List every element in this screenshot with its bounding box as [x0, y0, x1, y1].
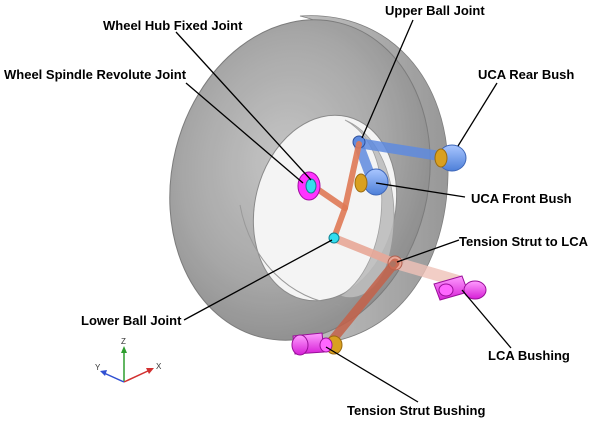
- leader-lower-ball-joint: [183, 239, 333, 321]
- axis-y-line: [103, 372, 125, 383]
- lca-bushing-cylinder: [463, 280, 487, 300]
- leader-uca-front-bush: [375, 182, 466, 198]
- leader-lca-bushing: [461, 289, 512, 349]
- uca-front-bush-core: [354, 173, 368, 193]
- tension-strut: [325, 258, 400, 348]
- label-uca-front-bush: UCA Front Bush: [471, 191, 572, 206]
- axis-x-line: [123, 369, 151, 383]
- labels: Wheel Hub Fixed Joint Upper Ball Joint W…: [4, 3, 589, 418]
- axis-triad: Z X Y: [95, 337, 162, 383]
- leader-upper-ball-joint: [361, 19, 414, 139]
- label-upper-ball-joint: Upper Ball Joint: [385, 3, 485, 18]
- label-wheel-spindle-revolute-joint: Wheel Spindle Revolute Joint: [4, 67, 187, 82]
- leader-wheel-hub-fixed-joint: [175, 31, 312, 181]
- label-lower-ball-joint: Lower Ball Joint: [81, 313, 182, 328]
- wheel-hub-center: [305, 178, 317, 194]
- tire-bead-line: [239, 204, 341, 306]
- label-tension-strut-bushing: Tension Strut Bushing: [347, 403, 485, 418]
- label-tension-strut-to-lca: Tension Strut to LCA: [459, 234, 589, 249]
- axis-y-label: Y: [95, 363, 101, 372]
- uca-rear-bush-core: [434, 148, 448, 168]
- leader-lines: [175, 19, 512, 403]
- lca-arm-to-bushing: [390, 257, 464, 287]
- leader-uca-rear-bush: [457, 82, 498, 147]
- knuckle-upper: [342, 141, 362, 211]
- leader-tension-strut-bushing: [325, 346, 419, 403]
- label-lca-bushing: LCA Bushing: [488, 348, 570, 363]
- leader-tension-strut-to-lca: [396, 239, 460, 263]
- tension-strut-rod: [325, 258, 400, 348]
- axis-x-label: X: [156, 362, 162, 371]
- axis-y-arrow-icon: [100, 370, 107, 376]
- axis-z-arrow-icon: [121, 346, 127, 353]
- label-wheel-hub-fixed-joint: Wheel Hub Fixed Joint: [103, 18, 243, 33]
- lca-link: [330, 234, 400, 267]
- axis-x-arrow-icon: [146, 368, 154, 374]
- lower-control-arm: [328, 232, 464, 287]
- leader-wheel-spindle-revolute-joint: [185, 82, 304, 184]
- ts-bushing-cylinder: [291, 334, 309, 356]
- uca-front-bush-cylinder: [363, 168, 389, 196]
- wheel-hub: [297, 171, 321, 201]
- lca-bushing-part: [433, 275, 487, 301]
- lca-bushing-eye: [438, 283, 454, 297]
- label-uca-rear-bush: UCA Rear Bush: [478, 67, 574, 82]
- axis-z-label: Z: [121, 337, 126, 346]
- uca-rear-link: [353, 138, 451, 162]
